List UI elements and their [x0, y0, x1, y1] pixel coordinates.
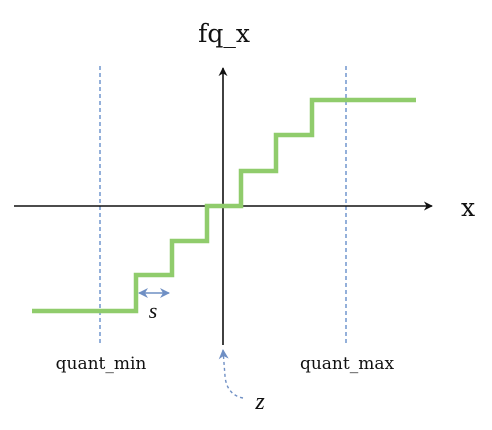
- quantization-staircase: [32, 97, 416, 314]
- step-width-label: s: [149, 298, 158, 323]
- zero-point-arrow: [218, 349, 244, 399]
- y-axis-label: fq_x: [198, 19, 250, 48]
- quant-min-label: quant_min: [56, 354, 147, 374]
- quant-max-label: quant_max: [300, 354, 395, 374]
- x-axis-label: x: [461, 193, 475, 222]
- zero-point-label: z: [254, 389, 265, 415]
